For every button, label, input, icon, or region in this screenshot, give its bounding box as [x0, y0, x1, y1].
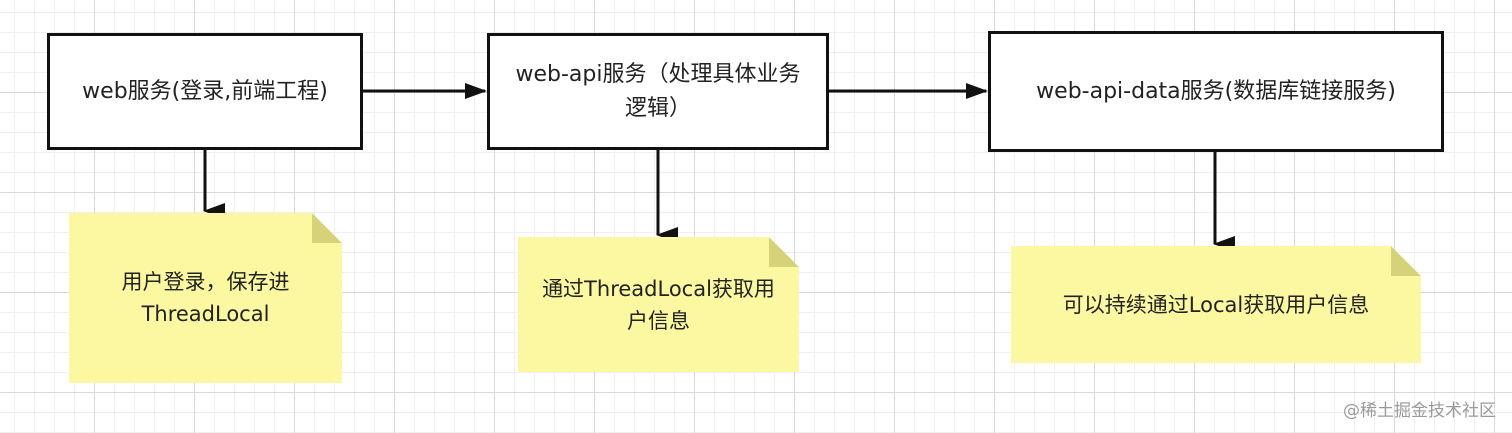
service-label-web-api-data: web-api-data服务(数据库链接服务): [1036, 78, 1396, 104]
note-text-web-api-data: 可以持续通过Local获取用户信息: [1062, 292, 1370, 317]
note-web-api[interactable]: 通过ThreadLocal获取用户信息: [518, 237, 799, 372]
note-text-web-api: 通过ThreadLocal获取用户信息: [542, 276, 775, 333]
service-box-web[interactable]: web服务(登录,前端工程): [47, 33, 363, 150]
service-label-web: web服务(登录,前端工程): [82, 78, 328, 104]
note-web[interactable]: 用户登录，保存进ThreadLocal: [69, 213, 342, 383]
service-box-web-api[interactable]: web-api服务（处理具体业务逻辑）: [487, 33, 829, 150]
service-box-web-api-data[interactable]: web-api-data服务(数据库链接服务): [988, 31, 1444, 152]
note-web-api-data[interactable]: 可以持续通过Local获取用户信息: [1011, 246, 1421, 363]
watermark: @稀土掘金技术社区: [1343, 401, 1496, 421]
note-text-web: 用户登录，保存进ThreadLocal: [121, 270, 290, 326]
service-label-web-api: web-api服务（处理具体业务逻辑）: [515, 61, 801, 121]
